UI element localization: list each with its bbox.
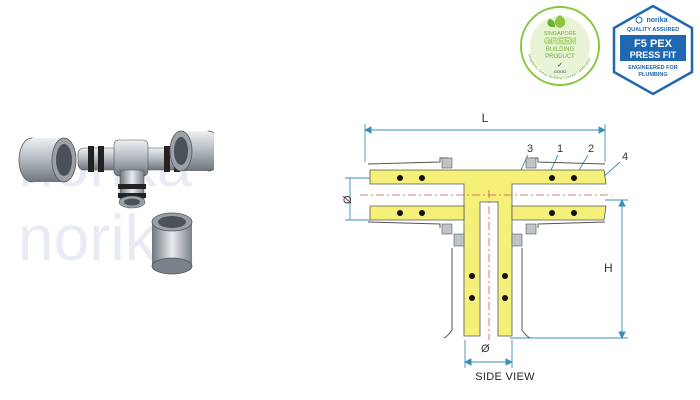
- dimension-label-length: L: [482, 111, 489, 125]
- badge-quality-assured: QUALITY ASSURED: [627, 27, 679, 33]
- left-sleeve: [18, 137, 77, 183]
- badge-rating: GOOD: [554, 69, 566, 74]
- side-view-caption: SIDE VIEW: [475, 371, 535, 383]
- badge-brand: norika: [646, 17, 667, 24]
- callout-3: 3: [527, 143, 533, 155]
- badge-line-green: GREEN: [544, 36, 576, 46]
- callout-1: 1: [557, 143, 563, 155]
- leaf-icon: [547, 15, 566, 28]
- dimension-lines: [345, 124, 628, 368]
- badge-title-f5-pex: F5 PEX: [634, 38, 673, 50]
- right-sleeve: [169, 130, 214, 172]
- badge-line-singapore: SINGAPORE: [544, 31, 577, 37]
- callout-2: 2: [588, 143, 594, 155]
- tee-fitting-photo: [18, 130, 214, 275]
- dimension-label-diameter-left: Ø: [342, 195, 354, 204]
- check-icon: ✓: [557, 61, 563, 69]
- badge-plumbing: PLUMBING: [638, 72, 667, 78]
- dimension-label-height: H: [604, 261, 613, 275]
- badge-engineered-for: ENGINEERED FOR: [628, 65, 678, 71]
- green-building-badge: SINGAPORE GREEN BUILDING PRODUCT ✓ GOOD …: [520, 6, 600, 86]
- badge-line-building: BUILDING: [546, 47, 575, 53]
- badge-title-press-fit: PRESS FIT: [630, 50, 677, 60]
- fitting-body: [369, 157, 607, 337]
- side-view-diagram: L Ø H Ø 3 1 2 4: [342, 111, 628, 368]
- badge-line-product: PRODUCT: [545, 54, 575, 60]
- center-lines: [360, 190, 612, 340]
- bottom-sleeve: [151, 212, 193, 275]
- dimension-label-diameter-bottom: Ø: [481, 343, 490, 355]
- f5-pex-badge: norika QUALITY ASSURED F5 PEX PRESS FIT …: [612, 4, 694, 96]
- tee-body: [77, 139, 180, 209]
- norika-logo-icon: [635, 16, 643, 24]
- callout-4: 4: [622, 151, 628, 163]
